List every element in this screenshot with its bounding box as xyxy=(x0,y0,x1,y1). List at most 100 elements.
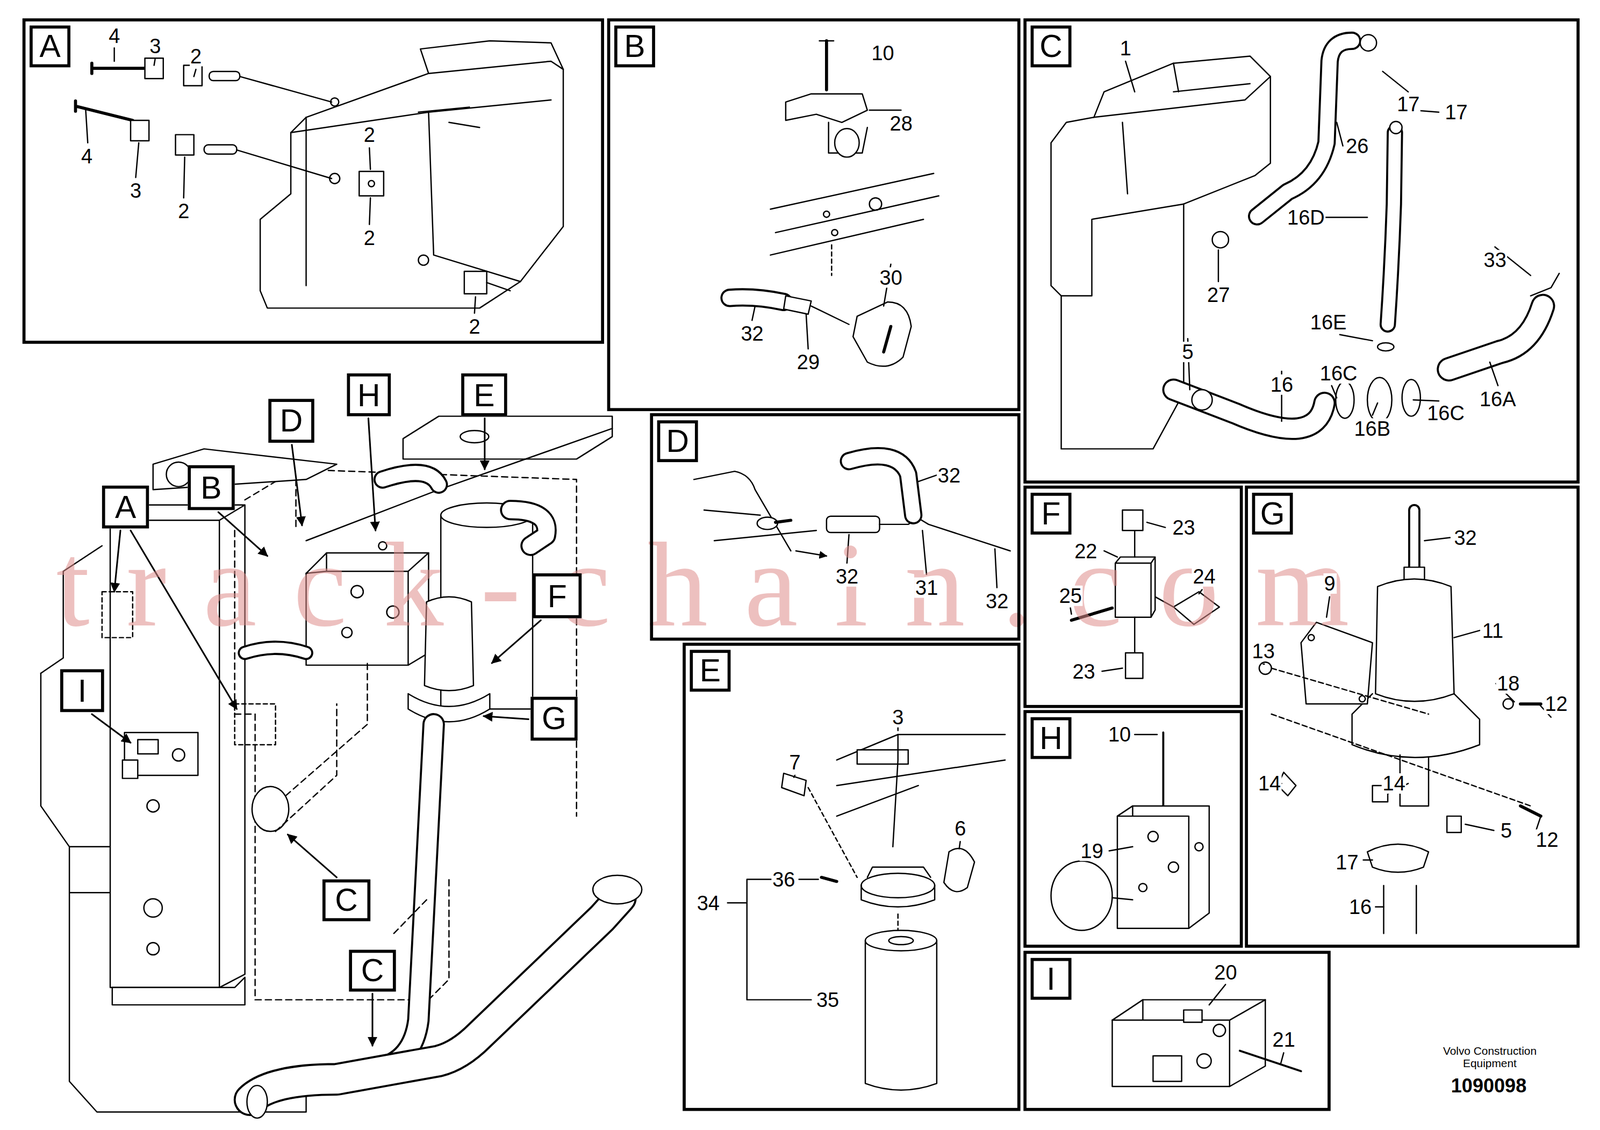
panel-tag: C xyxy=(1030,25,1072,68)
callout-number: 28 xyxy=(888,113,914,134)
callout-box: F xyxy=(532,573,582,619)
callout-number: 14 xyxy=(1257,773,1282,794)
callout-number: 16 xyxy=(1347,897,1373,918)
panel-tag: I xyxy=(1030,958,1072,1001)
callout-number: 7 xyxy=(788,751,802,773)
callout-box: C xyxy=(322,879,371,922)
callout-box: D xyxy=(268,398,314,443)
callout-number: 17 xyxy=(1334,851,1360,873)
callout-number: 18 xyxy=(1495,673,1521,694)
callout-box: E xyxy=(461,373,507,417)
callout-number: 12 xyxy=(1544,693,1569,715)
callout-number: 6 xyxy=(953,818,967,839)
callout-number: 29 xyxy=(795,352,821,373)
callout-number: 2 xyxy=(362,227,377,248)
panel-tag: E xyxy=(689,649,731,692)
callout-number: 31 xyxy=(914,577,939,599)
callout-number: 32 xyxy=(936,465,962,486)
panel-a-art xyxy=(75,40,564,314)
panel-tag: A xyxy=(29,25,71,68)
callout-number: 3 xyxy=(891,707,905,728)
callout-number: 14 xyxy=(1381,773,1407,794)
callout-number: 5 xyxy=(1181,341,1195,363)
panel-letter: C xyxy=(1039,30,1063,63)
callout-number: 1 xyxy=(1118,37,1133,59)
callout-number: 10 xyxy=(870,42,896,64)
callout-letter: I xyxy=(77,675,87,707)
callout-number: 27 xyxy=(1206,284,1231,306)
callout-number: 19 xyxy=(1079,840,1105,862)
detail-panel: D xyxy=(649,413,1021,641)
publisher-name: Volvo Construction Equipment xyxy=(1432,1044,1548,1071)
panel-letter: H xyxy=(1039,722,1063,755)
callout-number: 22 xyxy=(1073,540,1099,562)
panel-c-art xyxy=(1051,34,1560,450)
callout-number: 23 xyxy=(1171,517,1197,538)
callout-number: 3 xyxy=(128,180,143,202)
panel-tag: G xyxy=(1252,492,1294,535)
callout-number: 34 xyxy=(696,892,721,914)
callout-number: 32 xyxy=(834,566,860,587)
callout-box: H xyxy=(347,373,392,417)
panel-h-art xyxy=(1051,732,1210,931)
main-assembly-art xyxy=(40,416,642,1119)
callout-number: 36 xyxy=(771,869,796,891)
callout-letter: C xyxy=(361,955,385,987)
callout-box: B xyxy=(187,465,235,511)
detail-panel: F xyxy=(1023,485,1243,709)
callout-letter: H xyxy=(357,378,381,411)
callout-number: 16C xyxy=(1425,403,1466,424)
callout-number: 24 xyxy=(1192,566,1217,587)
callout-number: 26 xyxy=(1344,135,1370,157)
callout-letter: C xyxy=(334,884,358,917)
callout-number: 10 xyxy=(1107,724,1132,745)
callout-number: 16A xyxy=(1478,388,1517,410)
callout-number: 21 xyxy=(1271,1029,1297,1051)
callout-number: 16E xyxy=(1309,312,1348,333)
panel-letter: D xyxy=(665,425,690,458)
callout-number: 33 xyxy=(1482,249,1508,271)
callout-number: 35 xyxy=(815,989,841,1011)
panel-letter: B xyxy=(623,30,645,63)
callout-number: 2 xyxy=(362,124,377,146)
detail-panel: A xyxy=(22,18,605,344)
callout-number: 2 xyxy=(176,201,191,222)
callout-box: A xyxy=(102,485,149,529)
panel-tag: D xyxy=(657,420,699,463)
callout-letter: G xyxy=(541,702,567,735)
panel-letter: I xyxy=(1046,963,1056,995)
callout-box: C xyxy=(348,950,396,993)
callout-number: 32 xyxy=(984,590,1010,612)
callout-number: 30 xyxy=(878,267,904,288)
watermark: track-chain.com xyxy=(55,525,1386,647)
callout-number: 25 xyxy=(1058,585,1083,607)
callout-box: G xyxy=(530,697,578,742)
callout-number: 16 xyxy=(1269,374,1295,396)
callout-number: 9 xyxy=(1323,573,1337,594)
detail-panel: G xyxy=(1244,485,1580,949)
drawing-number: 1090098 xyxy=(1450,1075,1528,1096)
callout-number: 5 xyxy=(1499,820,1513,841)
callout-arrows xyxy=(91,418,541,1046)
panel-tag: F xyxy=(1030,492,1072,535)
callout-number: 17 xyxy=(1395,94,1421,115)
detail-panel: E xyxy=(682,642,1021,1111)
callout-number: 16C xyxy=(1318,363,1359,384)
callout-number: 20 xyxy=(1213,962,1238,983)
panel-tag: H xyxy=(1030,717,1072,760)
callout-box: I xyxy=(60,669,105,713)
callout-number: 16B xyxy=(1353,418,1392,439)
callout-letter: E xyxy=(473,378,495,411)
callout-letter: D xyxy=(280,405,304,437)
callout-letter: B xyxy=(200,471,222,504)
callout-number: 11 xyxy=(1481,620,1505,641)
callout-number: 2 xyxy=(468,316,482,337)
callout-number: 32 xyxy=(1453,527,1478,549)
callout-number: 4 xyxy=(80,145,94,167)
panel-letter: A xyxy=(39,30,61,63)
panel-b-art xyxy=(729,40,939,367)
callout-number: 3 xyxy=(148,35,162,56)
panel-tag: B xyxy=(614,25,656,68)
panel-letter: E xyxy=(699,655,721,687)
